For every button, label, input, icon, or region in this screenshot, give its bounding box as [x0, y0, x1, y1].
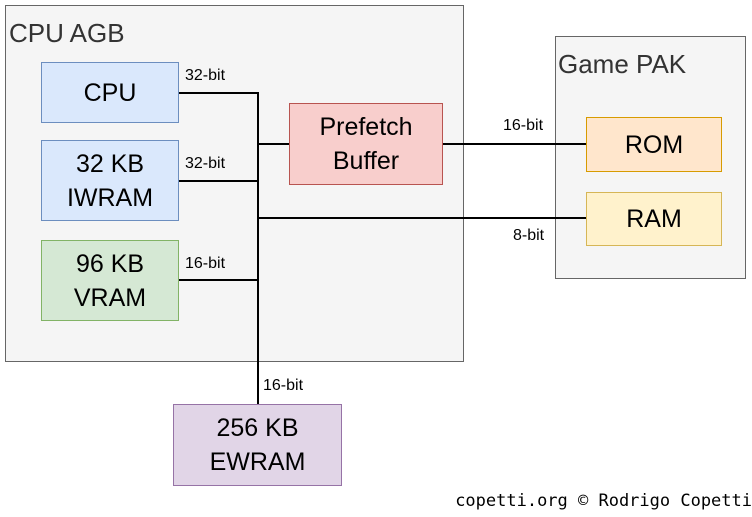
cpu-connector-line [178, 92, 258, 94]
ram-box: RAM [586, 192, 722, 246]
vram-size-label: 96 KB [75, 249, 145, 278]
ram-bus-width-label: 8-bit [513, 227, 545, 244]
cpu-label: CPU [83, 78, 137, 107]
ewram-box: 256 KB EWRAM [173, 404, 342, 486]
game-pak-group-label: Game PAK [558, 49, 687, 79]
ewram-name-label: EWRAM [209, 448, 306, 476]
prefetch-buffer-box: Prefetch Buffer [289, 103, 443, 185]
vram-connector-line [178, 279, 258, 281]
rom-label: ROM [624, 130, 684, 159]
cpu-box: CPU [41, 62, 179, 123]
rom-connector-line [442, 143, 587, 145]
iwram-name-label: IWRAM [66, 183, 154, 212]
credit-text: copetti.org © Rodrigo Copetti [455, 491, 752, 511]
ram-connector-line [257, 217, 587, 219]
ewram-size-label: 256 KB [216, 414, 299, 442]
iwram-connector-line [178, 180, 258, 182]
ram-label: RAM [626, 205, 682, 233]
bus-vertical-line [257, 92, 259, 405]
vram-box: 96 KB VRAM [41, 240, 179, 321]
vram-name-label: VRAM [73, 283, 147, 312]
iwram-bus-width-label: 32-bit [185, 155, 226, 172]
iwram-size-label: 32 KB [75, 149, 145, 178]
iwram-box: 32 KB IWRAM [41, 140, 179, 221]
ewram-bus-width-label: 16-bit [263, 377, 304, 394]
buffer-label: Buffer [332, 147, 400, 175]
vram-bus-width-label: 16-bit [185, 255, 226, 272]
rom-bus-width-label: 16-bit [503, 117, 544, 134]
cpu-agb-group-label: CPU AGB [9, 18, 125, 48]
rom-box: ROM [586, 117, 722, 172]
cpu-bus-width-label: 32-bit [185, 67, 226, 84]
prefetch-connector-line [257, 143, 290, 145]
prefetch-label: Prefetch [319, 113, 413, 141]
